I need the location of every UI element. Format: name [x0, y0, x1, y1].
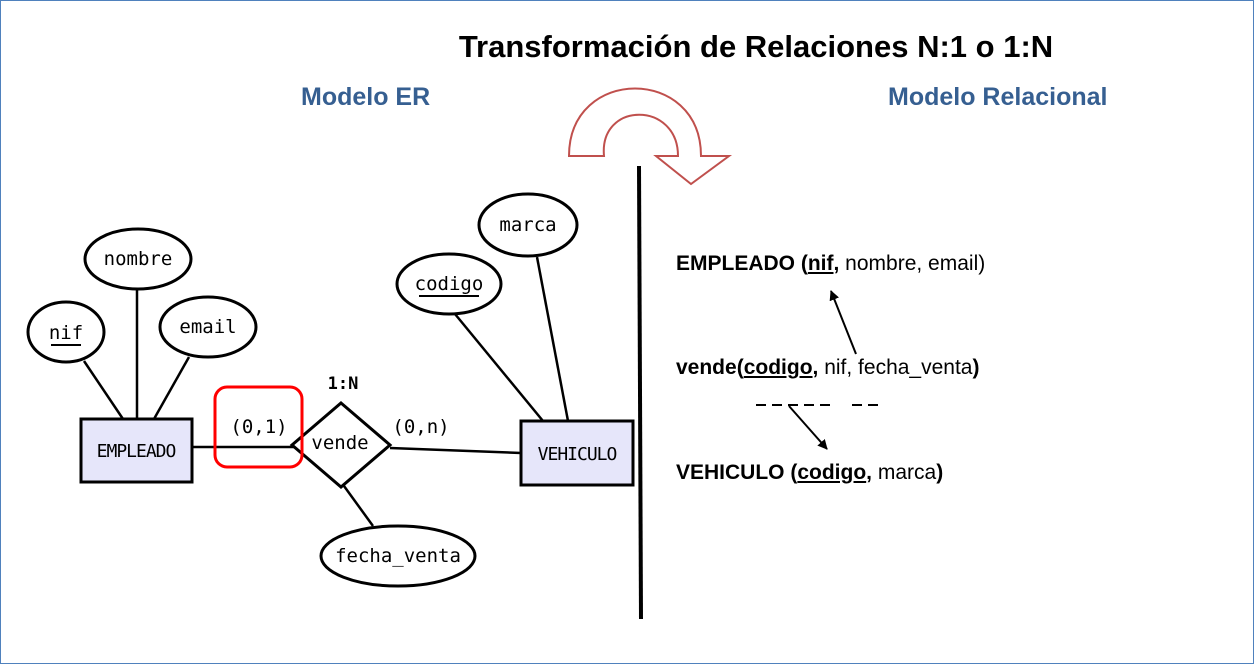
relation-vehiculo-name: VEHICULO [676, 461, 785, 484]
attribute-fecha-venta [319, 524, 477, 588]
relational-model-heading: Modelo Relacional [888, 83, 1108, 111]
cardinality-vehiculo: (0,n) [392, 416, 449, 438]
relation-vehiculo: VEHICULO (codigo, marca) [676, 461, 943, 485]
relation-empleado-key-sep: , [833, 252, 840, 275]
transform-curved-arrow [567, 87, 733, 186]
attribute-fecha-venta-label: fecha_venta [335, 545, 461, 567]
divider-line [637, 165, 643, 620]
attribute-nombre-label: nombre [104, 248, 173, 270]
relation-empleado-key: nif [807, 252, 834, 275]
fk-arrow-codigo [788, 405, 828, 450]
relationship-vende [289, 401, 393, 489]
attribute-marca [477, 192, 579, 258]
relation-vehiculo-close: ) [936, 461, 944, 484]
relation-vende-name: vende [676, 356, 737, 379]
entity-empleado [79, 417, 194, 484]
relationship-cardinality-label: 1:N [328, 374, 359, 394]
relation-vende-attrs: , fecha_venta [846, 356, 973, 379]
relation-empleado-close: ) [978, 252, 986, 275]
cardinality-highlight [213, 385, 304, 469]
relation-vende-key: codigo [743, 356, 813, 379]
attribute-marca-label: marca [499, 214, 556, 236]
connector-lines [82, 256, 570, 527]
relation-vehiculo-open: ( [784, 461, 798, 484]
relationship-vende-label: vende [311, 432, 368, 454]
attribute-email-label: email [179, 316, 236, 338]
relation-vende: vende(codigo, nif, fecha_venta) [676, 356, 979, 380]
relation-vende-open: ( [736, 356, 744, 379]
attribute-nif [26, 300, 106, 364]
entity-vehiculo [519, 419, 635, 487]
relation-empleado-name: EMPLEADO [676, 252, 796, 275]
attribute-nombre [83, 227, 193, 291]
relation-empleado-attrs: nombre, email [839, 252, 979, 275]
entity-empleado-label: EMPLEADO [97, 441, 176, 462]
relation-vehiculo-key: codigo [797, 461, 867, 484]
relation-vehiculo-key-sep: , [866, 461, 873, 484]
relation-vende-fk: nif [818, 356, 847, 379]
entity-vehiculo-label: VEHICULO [538, 444, 617, 465]
relation-empleado-open: ( [795, 252, 808, 275]
relation-empleado: EMPLEADO (nif, nombre, email) [676, 252, 985, 276]
attribute-email [158, 295, 258, 359]
fk-arrow-nif [829, 290, 857, 355]
relation-vende-key-sep: , [812, 356, 819, 379]
slide-title: Transformación de Relaciones N:1 o 1:N [458, 29, 1054, 64]
relation-vehiculo-attrs: marca [872, 461, 937, 484]
attribute-codigo [395, 252, 503, 316]
attribute-nif-label: nif [49, 322, 83, 344]
relation-vende-close: ) [972, 356, 980, 379]
er-model-heading: Modelo ER [301, 83, 431, 111]
cardinality-empleado: (0,1) [230, 416, 287, 438]
attribute-codigo-label: codigo [415, 273, 484, 295]
